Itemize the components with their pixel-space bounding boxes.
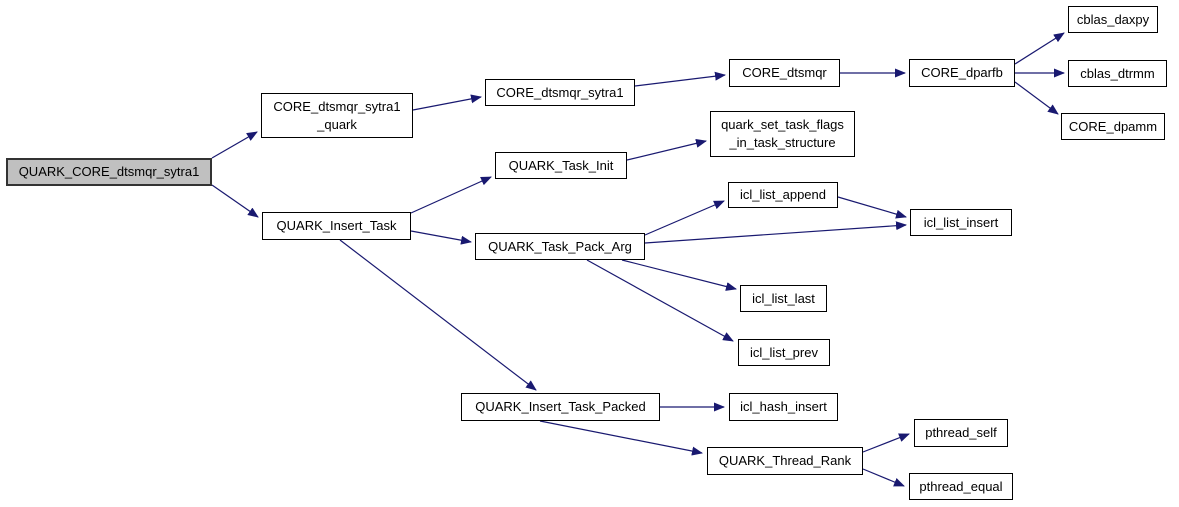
node-label-line: QUARK_CORE_dtsmqr_sytra1: [18, 164, 200, 179]
node-label-line: QUARK_Insert_Task_Packed: [475, 399, 646, 414]
node-CORE_dpamm[interactable]: CORE_dpamm: [1061, 113, 1165, 140]
node-label-line: QUARK_Task_Pack_Arg: [488, 238, 632, 254]
edge-QUARK_Task_Pack_Arg-to-icl_list_prev: [586, 259, 734, 342]
node-label-line: _quark: [317, 116, 357, 132]
node-label-line: QUARK_Thread_Rank: [718, 453, 852, 468]
edge-QUARK_Insert_Task-to-QUARK_Task_Pack_Arg: [410, 230, 472, 245]
node-pthread_equal[interactable]: pthread_equal: [909, 473, 1013, 500]
node-label-line: pthread_equal: [919, 478, 1003, 494]
node-cblas_dtrmm[interactable]: cblas_dtrmm: [1068, 60, 1167, 87]
node-label-line: QUARK_Task_Init: [508, 157, 614, 173]
edge-CORE_dtsmqr_sytra1-to-CORE_dtsmqr: [634, 71, 726, 87]
node-label-line: CORE_dpamm: [1068, 118, 1158, 134]
node-label-line: cblas_daxpy: [1076, 11, 1150, 27]
node-label-line: CORE_dtsmqr_sytra1: [496, 84, 624, 100]
edge-QUARK_Task_Pack_Arg-to-icl_list_last: [621, 259, 737, 291]
edge-QUARK_CORE_dtsmqr_sytra1-to-QUARK_Insert_Task: [211, 184, 259, 218]
edge-QUARK_CORE_dtsmqr_sytra1-to-CORE_dtsmqr_sytra1_quark: [211, 131, 258, 159]
node-label-line: CORE_dtsmqr: [742, 65, 827, 80]
edge-QUARK_Task_Pack_Arg-to-icl_list_insert: [644, 221, 907, 244]
node-icl_list_last[interactable]: icl_list_last: [740, 285, 827, 312]
edge-QUARK_Thread_Rank-to-pthread_equal: [862, 468, 905, 487]
edge-QUARK_Insert_Task_Packed-to-QUARK_Thread_Rank: [539, 420, 703, 456]
edge-QUARK_Insert_Task-to-QUARK_Task_Init: [410, 176, 492, 214]
node-icl_list_append[interactable]: icl_list_append: [728, 182, 838, 208]
node-icl_hash_insert[interactable]: icl_hash_insert: [729, 393, 838, 421]
edge-CORE_dtsmqr_sytra1_quark-to-CORE_dtsmqr_sytra1: [412, 94, 482, 111]
edge-QUARK_Task_Pack_Arg-to-icl_list_append: [644, 200, 725, 236]
node-label-line: cblas_dtrmm: [1080, 65, 1155, 81]
edge-QUARK_Insert_Task-to-QUARK_Insert_Task_Packed: [339, 239, 537, 391]
node-QUARK_Insert_Task_Packed[interactable]: QUARK_Insert_Task_Packed: [461, 393, 660, 421]
node-QUARK_Task_Init[interactable]: QUARK_Task_Init: [495, 152, 627, 179]
node-label-line: icl_list_append: [739, 187, 826, 202]
node-label-line: quark_set_task_flags: [721, 117, 844, 132]
node-CORE_dparfb[interactable]: CORE_dparfb: [909, 59, 1015, 87]
node-label-line: CORE_dtsmqr_sytra1: [273, 98, 401, 114]
node-label-line: icl_hash_insert: [740, 399, 827, 414]
edge-icl_list_append-to-icl_list_insert: [837, 196, 907, 219]
node-label-line: pthread_self: [925, 425, 997, 440]
node-label-line: icl_list_insert: [923, 214, 999, 230]
node-label-line: QUARK_Insert_Task: [276, 218, 397, 233]
node-label-line: CORE_dparfb: [921, 65, 1003, 80]
node-icl_list_prev[interactable]: icl_list_prev: [738, 339, 830, 366]
edge-CORE_dparfb-to-cblas_daxpy: [1014, 32, 1065, 65]
edge-QUARK_Task_Init-to-quark_set_task_flags_in_task_structure: [626, 138, 707, 161]
node-CORE_dtsmqr_sytra1_quark[interactable]: CORE_dtsmqr_sytra1 _quark: [261, 93, 413, 138]
node-QUARK_Thread_Rank[interactable]: QUARK_Thread_Rank: [707, 447, 863, 475]
node-cblas_daxpy[interactable]: cblas_daxpy: [1068, 6, 1158, 33]
node-quark_set_task_flags_in_task_structure[interactable]: quark_set_task_flags _in_task_structure: [710, 111, 855, 157]
node-label-line: icl_list_last: [752, 290, 815, 306]
node-pthread_self[interactable]: pthread_self: [914, 419, 1008, 447]
node-QUARK_Task_Pack_Arg[interactable]: QUARK_Task_Pack_Arg: [475, 233, 645, 260]
edge-CORE_dparfb-to-CORE_dpamm: [1014, 81, 1059, 115]
node-CORE_dtsmqr[interactable]: CORE_dtsmqr: [729, 59, 840, 87]
node-label-line: icl_list_prev: [750, 344, 818, 360]
node-QUARK_CORE_dtsmqr_sytra1: QUARK_CORE_dtsmqr_sytra1: [6, 158, 212, 186]
node-QUARK_Insert_Task[interactable]: QUARK_Insert_Task: [262, 212, 411, 240]
node-label-line: _in_task_structure: [729, 135, 836, 150]
node-icl_list_insert[interactable]: icl_list_insert: [910, 209, 1012, 236]
edge-QUARK_Thread_Rank-to-pthread_self: [862, 433, 910, 453]
node-CORE_dtsmqr_sytra1[interactable]: CORE_dtsmqr_sytra1: [485, 79, 635, 106]
